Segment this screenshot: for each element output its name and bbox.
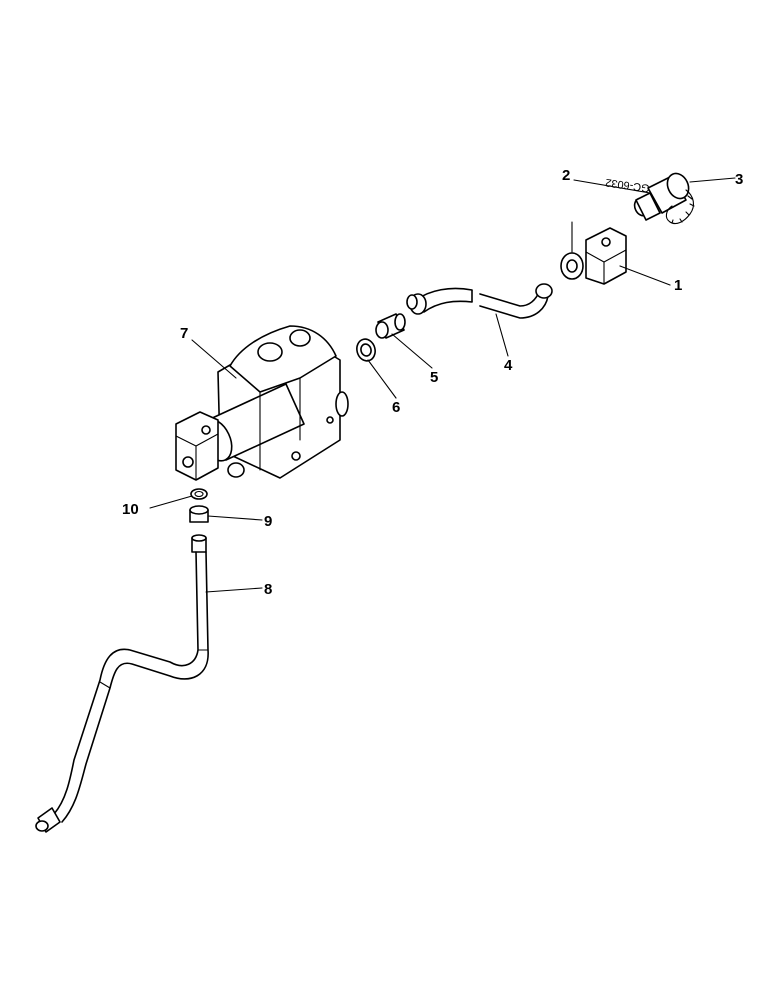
part-1-bracket <box>560 221 627 285</box>
part-4-pipe <box>406 283 553 319</box>
part-8-long-pipe <box>35 534 209 833</box>
callout-1: 1 <box>674 277 682 294</box>
part-10-o-ring <box>190 488 208 500</box>
callout-10: 10 <box>122 501 139 518</box>
part-7-control-valve <box>175 325 349 481</box>
leader-lines <box>149 177 736 593</box>
drawing-code: GC-6032 <box>605 176 651 194</box>
callout-9: 9 <box>264 513 272 530</box>
part-9-union <box>189 505 209 523</box>
part-3-quick-coupler <box>633 172 695 225</box>
callout-4: 4 <box>504 357 513 374</box>
callout-5: 5 <box>430 369 438 386</box>
part-5-adapter <box>375 313 406 339</box>
callout-7: 7 <box>180 325 188 342</box>
callout-6: 6 <box>392 399 400 416</box>
part-6-washer <box>356 338 376 362</box>
callout-8: 8 <box>264 581 272 598</box>
callout-3: 3 <box>735 171 743 188</box>
callout-2: 2 <box>562 167 570 184</box>
callout-labels: 1 2 3 4 5 6 7 8 9 10 <box>122 167 743 598</box>
